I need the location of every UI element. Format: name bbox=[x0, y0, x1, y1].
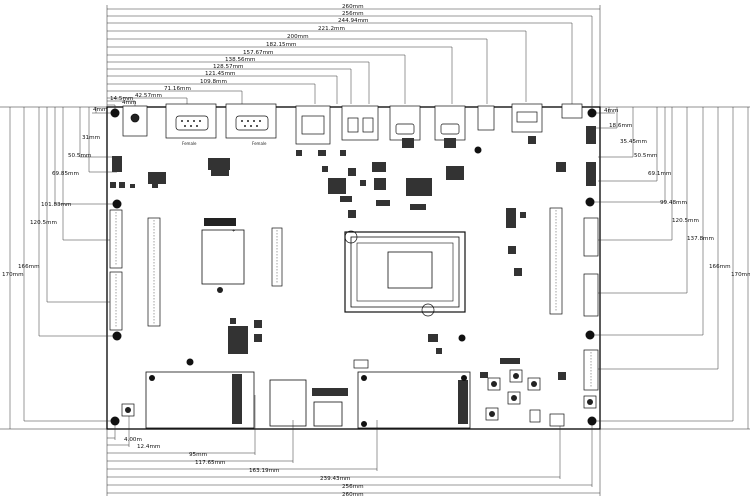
dim-top-14: 4mm bbox=[122, 100, 136, 106]
battery-holder bbox=[201, 229, 245, 285]
cpu-socket-inner bbox=[356, 242, 454, 302]
pin-header-dashes bbox=[115, 210, 592, 388]
left-dimension-labels: 4mm 31mm 50.5mm 69.85mm 101.83mm 120.5mm… bbox=[2, 107, 107, 278]
dim-top-10: 109.8mm bbox=[200, 79, 227, 85]
dim-right-0: 4mm bbox=[604, 108, 618, 114]
silk-female-a: Female bbox=[182, 141, 197, 146]
battery-plus: + bbox=[232, 228, 235, 233]
dim-bottom-5: 239.43mm bbox=[320, 476, 350, 482]
battery-top-strip bbox=[204, 218, 236, 226]
mini-pcie-slot-left bbox=[145, 371, 255, 429]
dim-right-8: 166mm bbox=[709, 264, 731, 270]
dim-top-11: 71.16mm bbox=[164, 86, 191, 92]
dim-right-3: 50.5mm bbox=[634, 153, 657, 159]
dim-top-7: 138.56mm bbox=[225, 57, 255, 63]
top-connectors bbox=[122, 103, 583, 145]
mini-pcie-slot-right-edge bbox=[458, 380, 468, 424]
dim-left-1: 31mm bbox=[82, 135, 100, 141]
button-caps bbox=[125, 373, 593, 417]
dim-left-7: 170mm bbox=[2, 272, 24, 278]
dim-bottom-6: 256mm bbox=[342, 484, 364, 490]
dim-top-0: 260mm bbox=[342, 4, 364, 10]
dim-top-5: 182.15mm bbox=[266, 42, 296, 48]
bottom-dimensions bbox=[107, 395, 600, 494]
dim-bottom-7: 260mm bbox=[342, 492, 364, 498]
slot-hole-a bbox=[149, 375, 155, 381]
cpu-die bbox=[387, 251, 433, 289]
slot-hole-b bbox=[361, 375, 367, 381]
push-buttons bbox=[121, 369, 597, 427]
dim-right-1: 18.6mm bbox=[609, 123, 632, 129]
dim-top-6: 157.67mm bbox=[243, 50, 273, 56]
cpu-corner-mark-b bbox=[421, 303, 435, 317]
silk-female-b: Female bbox=[252, 141, 267, 146]
small-components bbox=[110, 126, 596, 396]
cpu-socket-mid bbox=[350, 236, 460, 308]
dim-right-5: 99.48mm bbox=[660, 200, 687, 206]
reset-jumper bbox=[353, 359, 369, 369]
dim-top-3: 221.2mm bbox=[318, 26, 345, 32]
slot-hole-c bbox=[461, 375, 467, 381]
top-dimension-labels: 260mm 256mm 244.94mm 221.2mm 200mm 182.1… bbox=[110, 4, 368, 106]
dim-left-6: 166mm bbox=[18, 264, 40, 270]
dim-left-2: 50.5mm bbox=[68, 153, 91, 159]
dim-left-5: 120.5mm bbox=[30, 220, 57, 226]
dim-right-7: 137.8mm bbox=[687, 236, 714, 242]
dim-left-3: 69.85mm bbox=[52, 171, 79, 177]
board-outline bbox=[106, 106, 601, 430]
dim-left-0: 4mm bbox=[93, 107, 107, 113]
dim-bottom-2: 95mm bbox=[189, 452, 207, 458]
dim-right-4: 69.1mm bbox=[648, 171, 671, 177]
mini-pcie-slot-right bbox=[357, 371, 471, 429]
top-dimensions bbox=[107, 8, 600, 112]
dim-top-13: 14.5mm bbox=[110, 96, 133, 102]
dim-right-9: 170mm bbox=[731, 272, 750, 278]
dim-bottom-0: 4.00m bbox=[124, 437, 142, 443]
sim-holder bbox=[313, 401, 343, 427]
bottom-dimension-labels: 4.00m 12.4mm 95mm 117.65mm 163.19mm 239.… bbox=[124, 437, 364, 498]
dim-top-2: 244.94mm bbox=[338, 18, 368, 24]
connector-pins bbox=[181, 120, 261, 127]
dim-right-2: 35.45mm bbox=[620, 139, 647, 145]
battery-contact bbox=[217, 287, 223, 293]
right-dimensions bbox=[590, 107, 749, 429]
dim-top-1: 256mm bbox=[342, 11, 364, 17]
dim-bottom-1: 12.4mm bbox=[137, 444, 160, 450]
dim-top-8: 128.57mm bbox=[213, 64, 243, 70]
dim-bottom-3: 117.65mm bbox=[195, 460, 225, 466]
slot-hole-d bbox=[361, 421, 367, 427]
cpu-socket-outer bbox=[344, 231, 466, 313]
extension-lines bbox=[0, 5, 750, 496]
dim-bottom-4: 163.19mm bbox=[249, 468, 279, 474]
dim-left-4: 101.83mm bbox=[41, 202, 71, 208]
dim-top-4: 200mm bbox=[287, 34, 309, 40]
mounting-holes bbox=[110, 108, 597, 426]
left-dimensions bbox=[9, 107, 117, 429]
sd-card-holder bbox=[269, 379, 307, 427]
cpu-corner-mark-a bbox=[344, 230, 358, 244]
dim-right-6: 120.5mm bbox=[672, 218, 699, 224]
dim-top-9: 121.45mm bbox=[205, 71, 235, 77]
dim-top-12: 42.57mm bbox=[135, 93, 162, 99]
right-dimension-labels: 4mm 18.6mm 35.45mm 50.5mm 69.1mm 99.48mm… bbox=[604, 108, 750, 278]
mini-pcie-slot-left-edge bbox=[232, 374, 242, 424]
